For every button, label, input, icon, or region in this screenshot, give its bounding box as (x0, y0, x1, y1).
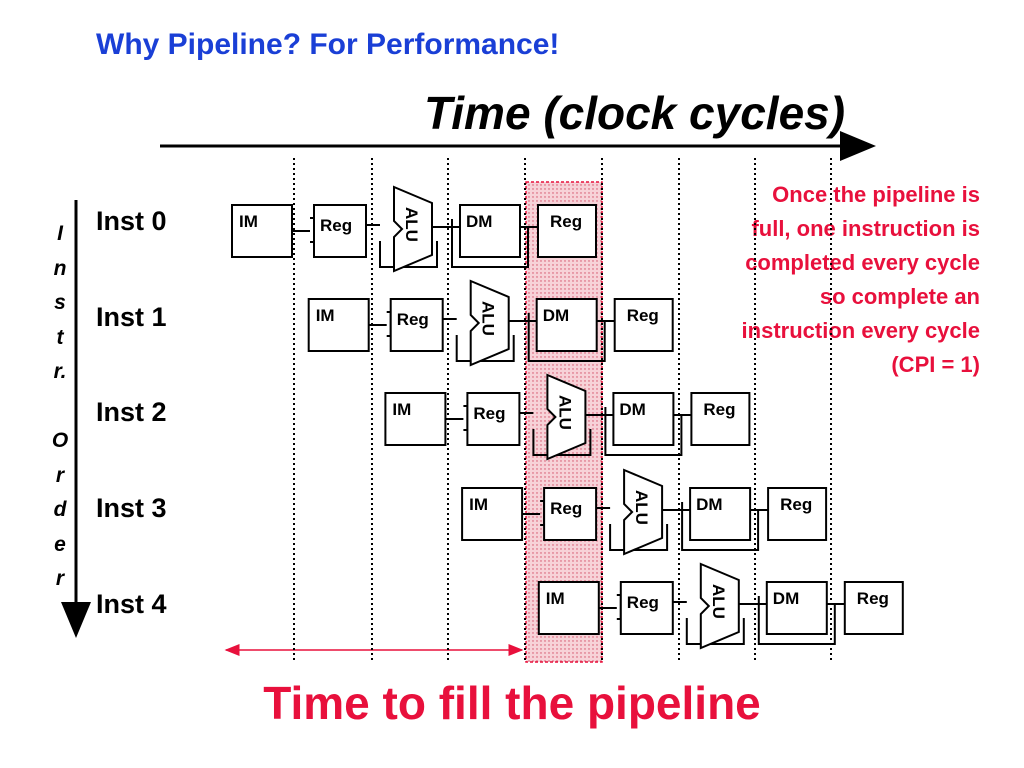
stage-label: Reg (473, 404, 505, 423)
stage-label: Reg (550, 212, 582, 231)
im-stage (461, 487, 524, 541)
reg-read-stage (619, 581, 674, 635)
alu-stage (393, 185, 433, 273)
stage-label: ALU (402, 207, 421, 242)
inst-label: Inst 3 (96, 493, 167, 523)
stage-label: DM (696, 495, 722, 514)
reg-write-stage (537, 204, 597, 258)
pipeline-note: Once the pipeline is full, one instructi… (741, 182, 980, 377)
stage-label: ALU (709, 584, 728, 619)
stage-label: IM (546, 589, 565, 608)
wire (379, 241, 438, 268)
wire (604, 415, 683, 456)
reg-read-stage (466, 392, 521, 446)
fill-pipeline-label: Time to fill the pipeline (263, 677, 761, 729)
slide-title: Why Pipeline? For Performance! (96, 28, 560, 61)
wire (757, 604, 836, 645)
order-axis-letter: r. (53, 360, 67, 383)
dm-stage (765, 581, 828, 635)
stage-label: Reg (397, 310, 429, 329)
stage-label: Reg (320, 216, 352, 235)
wire (681, 510, 760, 551)
stage-label: Reg (780, 495, 812, 514)
stage-label: DM (773, 589, 799, 608)
reg-read-stage (543, 487, 598, 541)
instruction-row: IM Reg ALU DM Reg (307, 279, 674, 367)
order-axis-letter: n (53, 256, 67, 280)
dm-stage (459, 204, 521, 258)
instruction-row: IM Reg ALU DM Reg (231, 185, 597, 273)
stage-label: Reg (550, 499, 582, 518)
wire (685, 618, 745, 645)
instruction-row: IM Reg ALU DM Reg (537, 562, 904, 650)
stage-label: Reg (857, 589, 889, 608)
dm-stage (535, 298, 598, 352)
stage-label: DM (619, 400, 645, 419)
inst-label: Inst 0 (96, 206, 167, 236)
order-axis-letter: O (51, 429, 69, 452)
reg-write-stage (690, 392, 751, 446)
stage-label: ALU (632, 490, 651, 525)
alu-stage (546, 373, 587, 461)
reg-read-stage (389, 298, 444, 352)
order-axis-letter: e (54, 532, 66, 556)
wire (455, 335, 515, 362)
stage-label: IM (239, 212, 258, 231)
stage-label: DM (466, 212, 492, 231)
stage-label: Reg (703, 400, 735, 419)
instruction-row: IM Reg ALU DM Reg (461, 468, 828, 556)
inst-label: Inst 1 (96, 302, 167, 332)
order-axis-letter: d (53, 498, 67, 521)
alu-stage (623, 468, 664, 556)
reg-read-stage (313, 204, 367, 258)
stage-label: ALU (555, 395, 574, 430)
time-axis-label: Time (clock cycles) (424, 87, 846, 139)
wire (532, 429, 592, 456)
wire (451, 227, 529, 268)
inst-label: Inst 2 (96, 397, 167, 427)
order-axis-letter: t (56, 325, 64, 349)
im-stage (384, 392, 447, 446)
inst-label: Inst 4 (96, 589, 167, 619)
dm-stage (689, 487, 752, 541)
stage-label: ALU (479, 301, 498, 336)
stage-label: IM (316, 306, 335, 325)
dm-stage (612, 392, 675, 446)
wire (609, 524, 669, 551)
stage-label: Reg (627, 593, 659, 612)
im-stage (537, 581, 600, 635)
im-stage (231, 204, 293, 258)
stage-label: Reg (627, 306, 659, 325)
stage-label: DM (543, 306, 569, 325)
instruction-row: IM Reg ALU DM Reg (384, 373, 751, 461)
order-axis-letter: s (54, 291, 66, 314)
order-axis-letter: r (55, 567, 65, 590)
reg-write-stage (843, 581, 904, 635)
stage-label: IM (392, 400, 411, 419)
reg-write-stage (613, 298, 674, 352)
order-axis-letter: I (57, 222, 63, 245)
alu-stage (469, 279, 510, 367)
reg-write-stage (767, 487, 828, 541)
stage-label: IM (469, 495, 488, 514)
alu-stage (699, 562, 740, 650)
order-axis-letter: r (55, 463, 65, 487)
wire (527, 321, 606, 362)
